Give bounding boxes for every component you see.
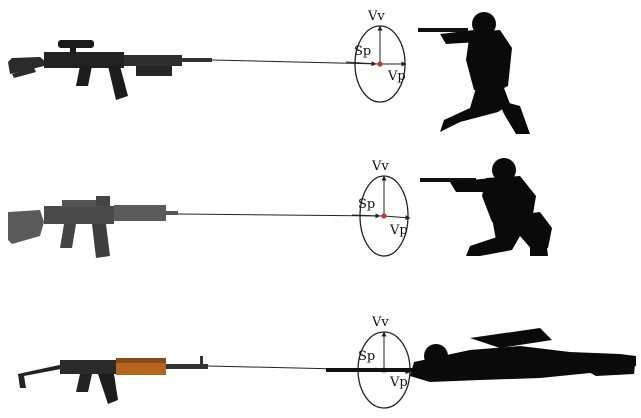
kneeling-soldier-silhouette xyxy=(420,158,552,256)
label-vp: Vp xyxy=(387,69,406,84)
rifle-carbine-icon xyxy=(8,196,178,258)
label-vv: Vv xyxy=(371,315,389,330)
rifle-ak-icon xyxy=(18,356,208,404)
rifle-scoped-icon xyxy=(8,40,212,100)
label-sp: Sp xyxy=(358,197,375,212)
label-vp: Vp xyxy=(389,223,408,238)
label-vv: Vv xyxy=(371,159,389,174)
label-sp: Sp xyxy=(354,44,371,59)
panel-kneeling: Vv Sp Vp xyxy=(8,158,552,258)
standing-soldier-silhouette xyxy=(418,12,530,134)
label-sp: Sp xyxy=(358,349,375,364)
label-vv: Vv xyxy=(367,9,385,24)
label-vp: Vp xyxy=(389,375,408,390)
panel-prone: Vv Sp Vp xyxy=(18,315,636,408)
vp-arrow xyxy=(384,216,410,218)
aim-point xyxy=(377,61,382,66)
panel-standing: Vv Sp Vp xyxy=(8,9,530,134)
aim-point xyxy=(381,213,386,218)
